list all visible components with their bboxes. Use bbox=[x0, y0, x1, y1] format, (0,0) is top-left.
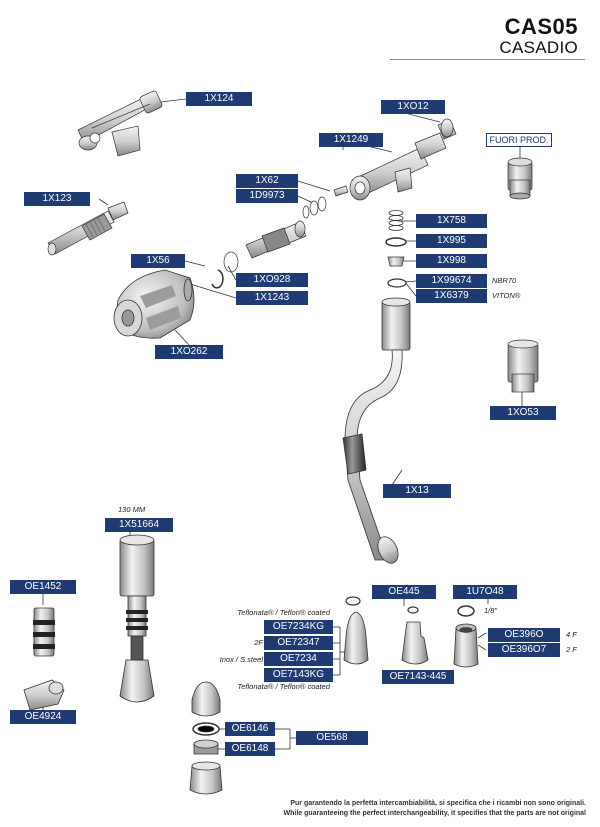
label-OE7234KG: OE7234KG bbox=[264, 620, 333, 634]
note-2f: 2F bbox=[254, 638, 263, 647]
part-1X124-drawing bbox=[77, 90, 163, 157]
label-1X56: 1X56 bbox=[131, 254, 185, 268]
part-1X998-drawing bbox=[387, 256, 405, 267]
label-OE396O7: OE396O7 bbox=[488, 643, 560, 657]
label-OE6146: OE6146 bbox=[225, 722, 275, 736]
part-OE396O-drawing bbox=[453, 623, 479, 668]
brand-name: CASADIO bbox=[499, 38, 578, 57]
label-1X123: 1X123 bbox=[24, 192, 90, 206]
label-OE7143-445: OE7143-445 bbox=[382, 670, 454, 684]
part-1X995-drawing bbox=[385, 237, 407, 247]
note-nbr70: NBR70 bbox=[492, 276, 517, 285]
part-1X56-drawing bbox=[211, 269, 224, 289]
part-1XO12-drawing bbox=[437, 118, 457, 140]
label-OE4924: OE4924 bbox=[10, 710, 76, 724]
label-OE6148: OE6148 bbox=[225, 742, 275, 756]
part-1X13-drawing bbox=[342, 297, 411, 564]
label-1XO12: 1XO12 bbox=[381, 100, 445, 114]
part-1X758-drawing bbox=[388, 210, 404, 231]
part-OE7234-tip-drawing bbox=[343, 611, 369, 665]
note-4f: 4 F bbox=[566, 630, 577, 639]
note-inox: Inox / S.steel bbox=[219, 655, 263, 664]
note-teflon-1: Teflonata® / Teflon® coated bbox=[237, 608, 330, 617]
label-OE7143KG: OE7143KG bbox=[264, 668, 333, 682]
label-1XO262: 1XO262 bbox=[155, 345, 223, 359]
label-1X998: 1X998 bbox=[416, 254, 487, 268]
label-OE445: OE445 bbox=[372, 585, 436, 599]
label-1X1249: 1X1249 bbox=[319, 133, 383, 147]
label-1X758: 1X758 bbox=[416, 214, 487, 228]
note-2f-b: 2 F bbox=[566, 645, 577, 654]
label-OE568: OE568 bbox=[296, 731, 368, 745]
label-fuori-prod: FUORI PROD. bbox=[486, 133, 552, 147]
label-1X124: 1X124 bbox=[186, 92, 252, 106]
part-1XO262-drawing bbox=[113, 269, 195, 339]
note-1-8: 1/8" bbox=[484, 606, 498, 615]
label-1XO928: 1XO928 bbox=[236, 273, 308, 287]
part-1XO53-drawing bbox=[507, 339, 539, 393]
part-1X123-drawing bbox=[47, 201, 129, 256]
label-OE7234: OE7234 bbox=[264, 652, 333, 666]
model-code: CAS05 bbox=[504, 14, 578, 39]
part-OE4924-drawing bbox=[23, 679, 65, 711]
note-130mm: 130 MM bbox=[118, 505, 146, 514]
label-1X13: 1X13 bbox=[383, 484, 451, 498]
part-OE568-drawing bbox=[189, 681, 223, 795]
part-OE445-ring bbox=[407, 606, 419, 614]
label-1X6379: 1X6379 bbox=[416, 289, 487, 303]
label-OE396O: OE396O bbox=[488, 628, 560, 642]
note-viton: VITON® bbox=[492, 291, 521, 300]
part-fuori-prod-drawing bbox=[507, 157, 533, 200]
header-divider bbox=[390, 59, 585, 60]
disclaimer-english: While guaranteeing the perfect interchan… bbox=[283, 810, 586, 817]
label-OE72347: OE72347 bbox=[264, 636, 333, 650]
label-1X51664: 1X51664 bbox=[105, 518, 173, 532]
label-1U7O48: 1U7O48 bbox=[453, 585, 517, 599]
label-1X99674: 1X99674 bbox=[416, 274, 487, 288]
part-1X62-drawing bbox=[302, 185, 349, 219]
part-1X1243-drawing bbox=[223, 220, 307, 273]
part-1X1249-drawing bbox=[349, 132, 447, 201]
label-1X1243: 1X1243 bbox=[236, 291, 308, 305]
part-1X99674-drawing bbox=[387, 278, 407, 288]
label-1X995: 1X995 bbox=[416, 234, 487, 248]
part-1X51664-drawing bbox=[119, 534, 155, 703]
label-1X62: 1X62 bbox=[236, 174, 298, 188]
part-OE445-washer bbox=[345, 596, 361, 606]
note-teflon-2: Teflonata® / Teflon® coated bbox=[237, 682, 330, 691]
part-OE7143-445-drawing bbox=[401, 621, 429, 665]
label-1XO53: 1XO53 bbox=[490, 406, 556, 420]
label-1D9973: 1D9973 bbox=[236, 189, 298, 203]
disclaimer-italian: Pur garantendo la perfetta intercambiabi… bbox=[290, 800, 586, 807]
part-1U7O48-drawing bbox=[457, 605, 475, 617]
part-OE1452-drawing bbox=[33, 607, 55, 657]
label-OE1452: OE1452 bbox=[10, 580, 76, 594]
